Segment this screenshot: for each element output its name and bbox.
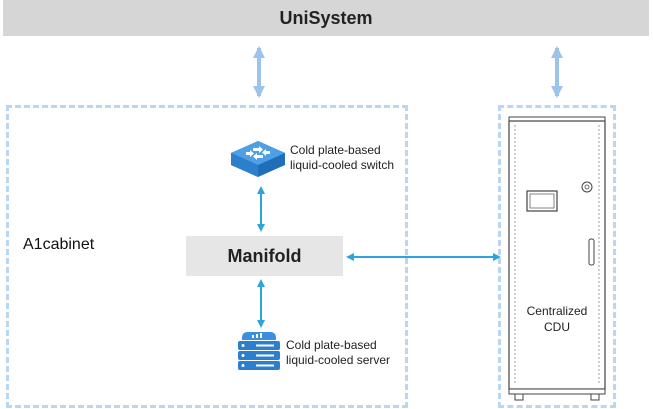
manifold-box: Manifold — [186, 236, 343, 276]
unisystem-header: UniSystem — [3, 0, 649, 36]
cabinet-label: A1cabinet — [23, 236, 95, 253]
cdu-label-line2: CDU — [544, 320, 570, 334]
manifold-label: Manifold — [227, 245, 302, 266]
switch-label: Cold plate-based liquid-cooled switch — [290, 143, 394, 173]
header-title: UniSystem — [279, 7, 373, 28]
server-label-line2: liquid-cooled server — [286, 353, 391, 367]
server-label: Cold plate-based liquid-cooled server — [286, 338, 390, 368]
switch-icon — [231, 141, 285, 177]
server-icon — [238, 332, 280, 370]
switch-label-line2: liquid-cooled switch — [290, 158, 395, 172]
switch-label-line1: Cold plate-based — [290, 143, 381, 157]
server-label-line1: Cold plate-based — [286, 338, 377, 352]
cdu-label: Centralized CDU — [515, 303, 599, 335]
cdu-cabinet-icon — [508, 116, 606, 401]
cdu-label-line1: Centralized — [526, 304, 588, 318]
